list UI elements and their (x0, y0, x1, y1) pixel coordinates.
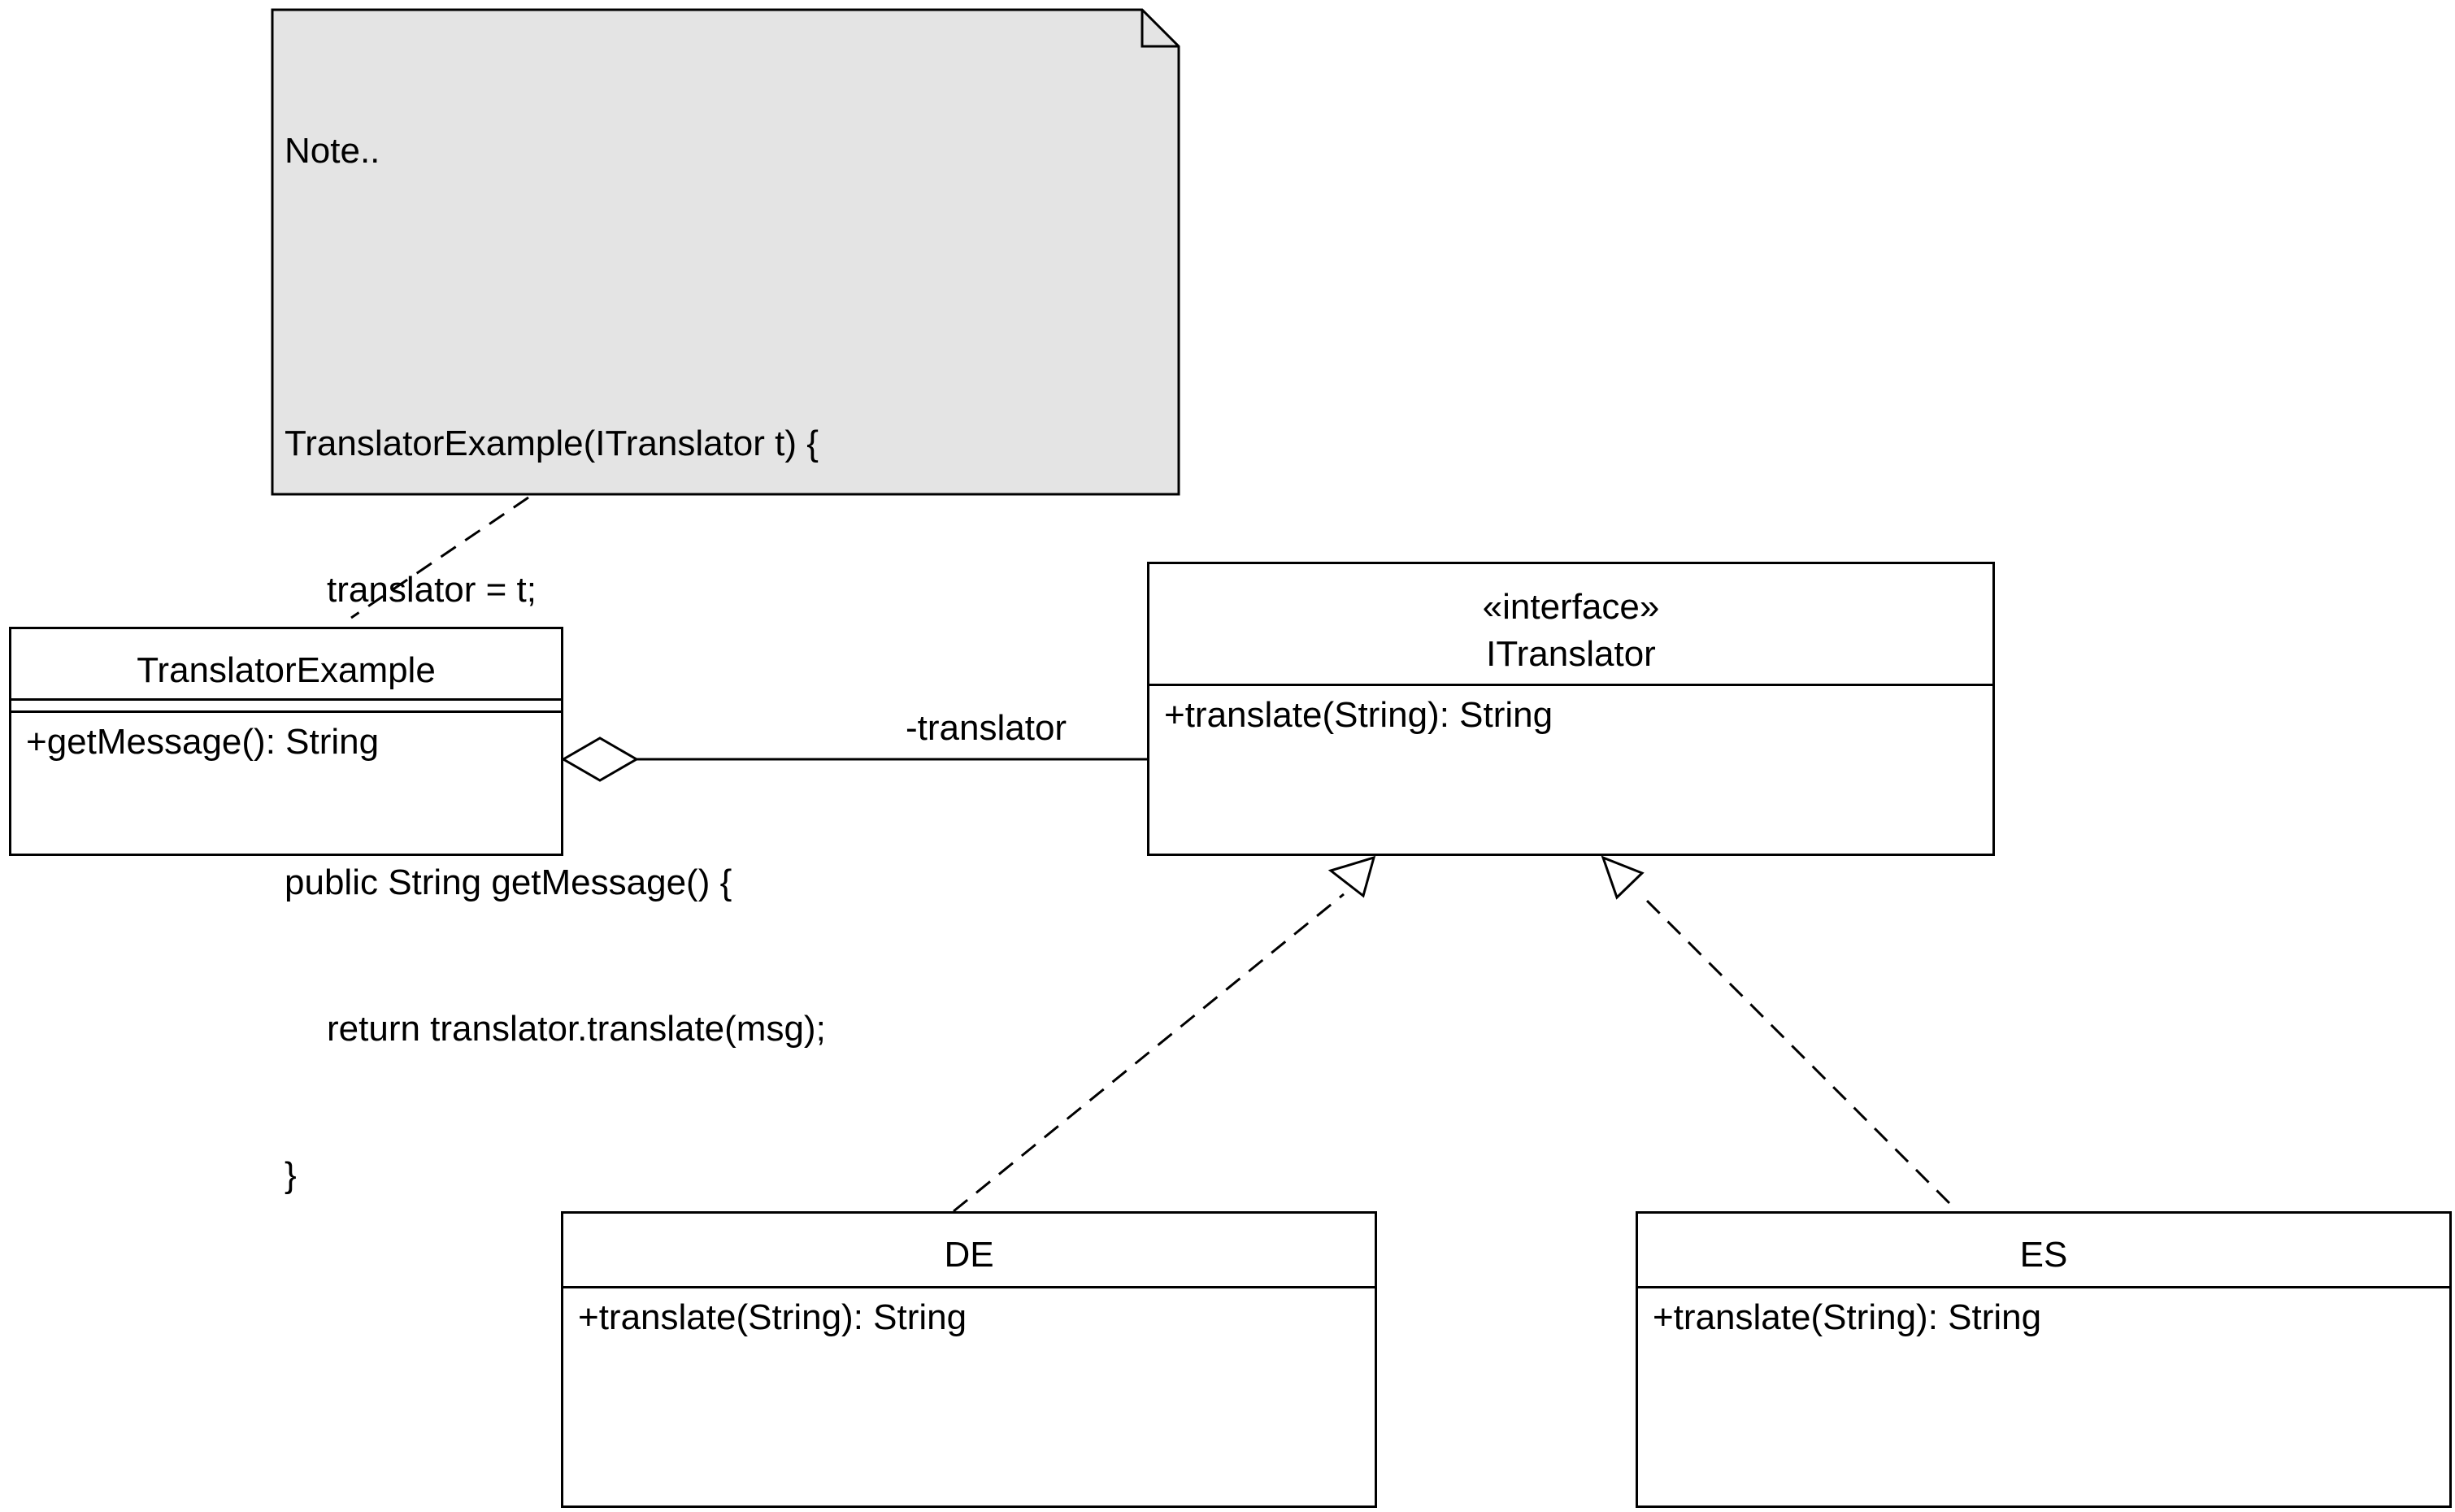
note-line: } (285, 1155, 297, 1195)
stereotype: «interface» (1482, 587, 1660, 627)
class-de[interactable]: DE +translate(String): String (561, 1211, 1377, 1508)
operation: +translate(String): String (578, 1297, 967, 1337)
note-text: Note.. TranslatorExample(ITranslator t) … (285, 29, 826, 1297)
operation: +translate(String): String (1164, 695, 1553, 735)
class-es[interactable]: ES +translate(String): String (1636, 1211, 2452, 1508)
note-line: translator = t; (327, 570, 537, 610)
realization-arrowhead-es-icon (1601, 855, 1645, 900)
operation: +getMessage(): String (26, 722, 380, 762)
operation: +translate(String): String (1653, 1297, 2042, 1337)
note-line: TranslatorExample(ITranslator t) { (285, 424, 819, 463)
note-line (285, 273, 826, 322)
divider (563, 1286, 1375, 1288)
code-note: Note.. TranslatorExample(ITranslator t) … (271, 8, 1180, 1195)
class-name: ES (2019, 1235, 2068, 1275)
class-name: TranslatorExample (137, 650, 436, 690)
divider (1149, 684, 1992, 686)
realization-arrowhead-de-icon (1327, 855, 1376, 898)
class-name: DE (944, 1235, 994, 1275)
class-translator-example[interactable]: TranslatorExample +getMessage(): String (9, 627, 563, 856)
note-anchor-line (350, 496, 529, 619)
association-role-label: -translator (906, 708, 1067, 748)
class-name: ITranslator (1486, 634, 1656, 674)
aggregation-diamond-icon (561, 736, 639, 782)
note-line: Note.. (285, 131, 380, 171)
realization-line-de (953, 893, 1345, 1213)
divider (1638, 1286, 2449, 1288)
divider (11, 698, 561, 701)
class-header: «interface» ITranslator (1149, 564, 1992, 684)
note-shape (271, 8, 1180, 496)
divider (11, 710, 561, 713)
note-line: return translator.translate(msg); (327, 1009, 826, 1049)
note-line: public String getMessage() { (285, 862, 732, 902)
interface-itranslator[interactable]: «interface» ITranslator +translate(Strin… (1147, 562, 1995, 856)
realization-line-es (1639, 893, 1951, 1205)
